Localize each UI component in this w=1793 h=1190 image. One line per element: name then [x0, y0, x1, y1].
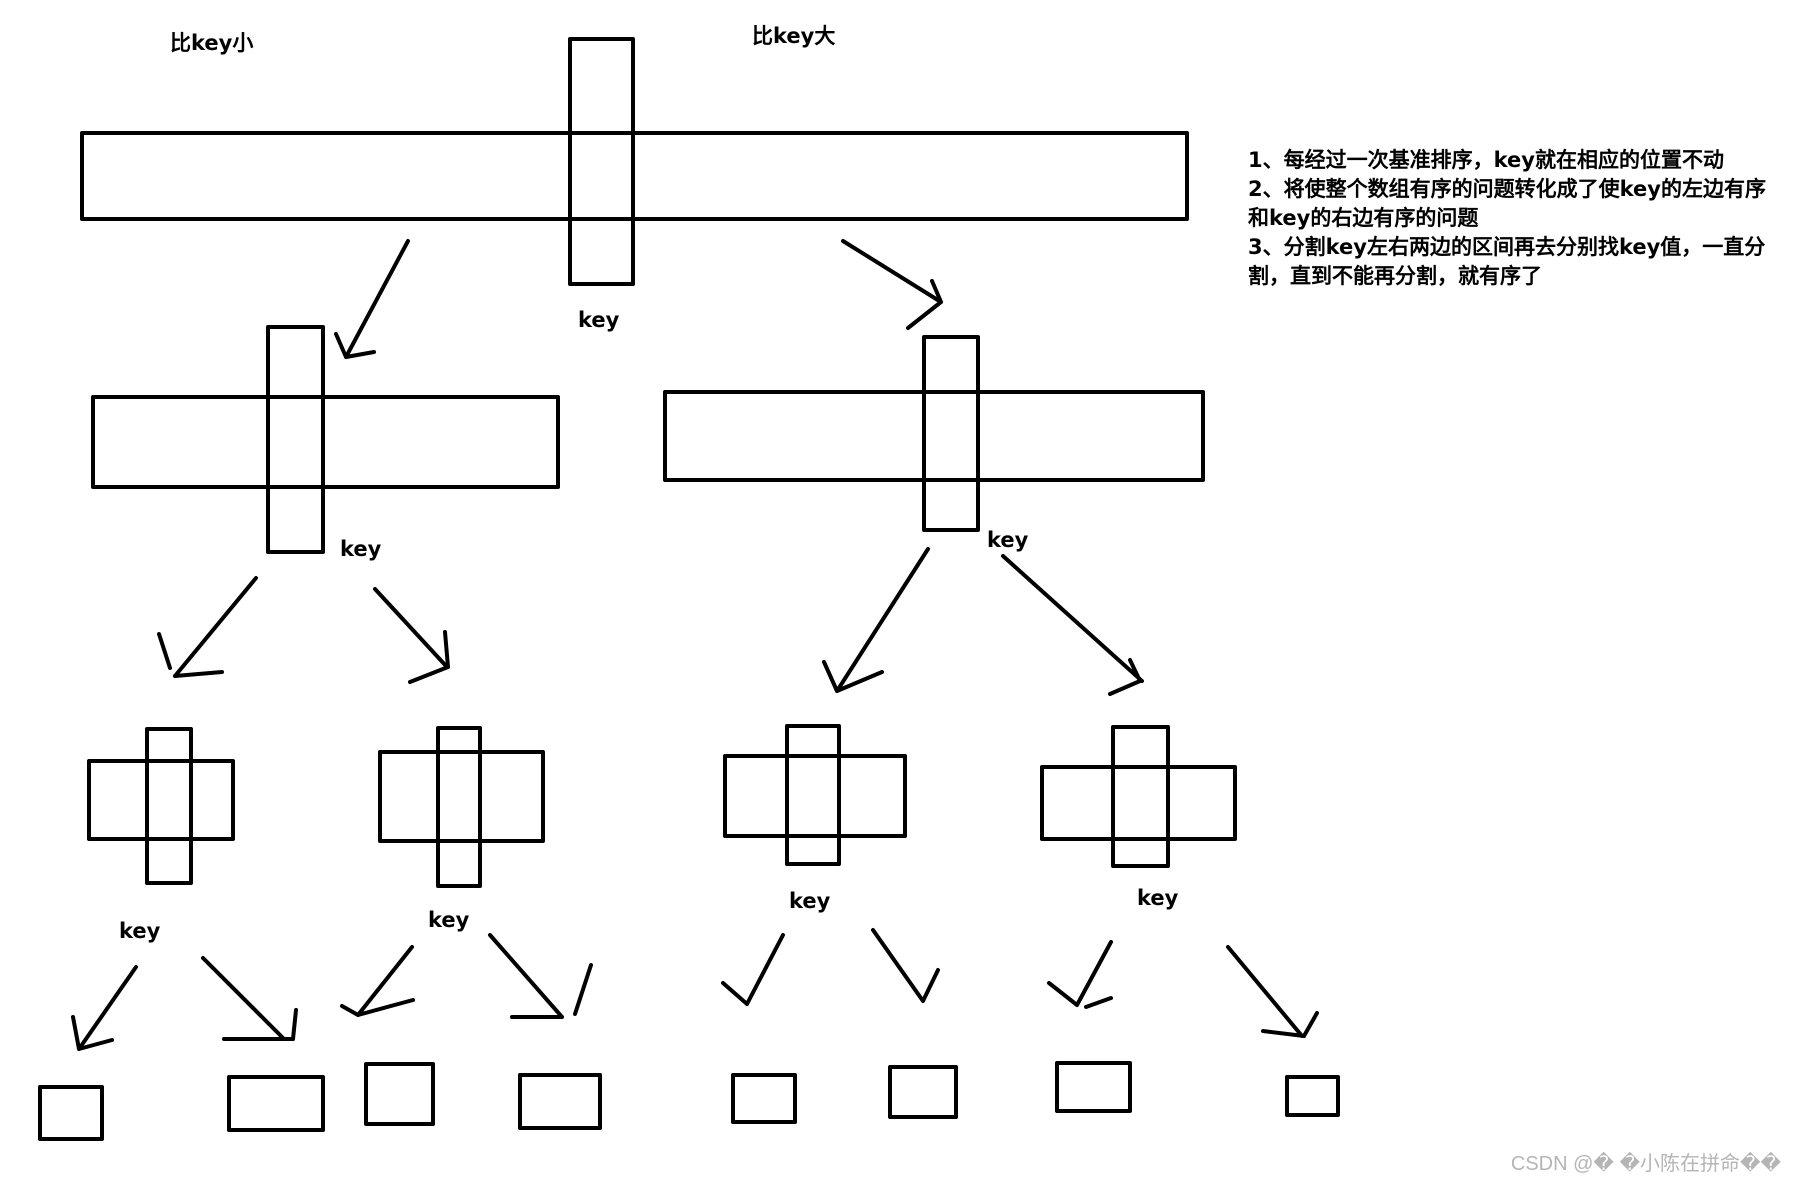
key-label: key — [1137, 886, 1179, 910]
arrow-down-right — [1226, 945, 1319, 1038]
array-level-1-right — [663, 335, 1205, 532]
key-bar — [922, 335, 980, 532]
key-label: key — [578, 308, 620, 332]
key-bar — [568, 37, 635, 286]
array-level-1-left — [91, 325, 560, 554]
arrow-down-left — [71, 965, 138, 1051]
sub-array — [38, 1085, 104, 1141]
key-bar — [145, 727, 193, 885]
arrow-down-right — [373, 587, 450, 684]
arrow-down-left — [334, 239, 410, 359]
arrow-down-right — [488, 933, 593, 1019]
sub-array — [731, 1073, 797, 1124]
array-level-0 — [80, 37, 1189, 286]
array-bar — [663, 390, 1205, 482]
note-2: 2、将使整个数组有序的问题转化成了使key的左边有序和key的右边有序的问题 — [1248, 177, 1766, 230]
array-bar — [1040, 765, 1237, 841]
sub-array — [518, 1073, 602, 1130]
key-label: key — [789, 889, 831, 913]
note-3: 3、分割key左右两边的区间再去分别找key值，一直分割，直到不能再分割，就有序… — [1248, 235, 1766, 288]
explanation-notes: 1、每经过一次基准排序，key就在相应的位置不动 2、将使整个数组有序的问题转化… — [1248, 146, 1768, 291]
key-bar — [266, 325, 325, 554]
watermark: CSDN @� �小陈在拼命�� — [1510, 1153, 1781, 1175]
sub-array — [888, 1065, 958, 1119]
key-label: key — [340, 537, 382, 561]
key-label: key — [119, 919, 161, 943]
arrow-down-right — [1001, 554, 1144, 696]
arrow-down-left — [822, 547, 930, 693]
key-bar — [436, 726, 482, 888]
key-label: key — [987, 528, 1029, 552]
array-level-2-c — [723, 724, 907, 866]
label-smaller-than-key: 比key小 — [170, 31, 253, 55]
array-bar — [87, 759, 235, 841]
key-bar — [1111, 725, 1170, 868]
arrow-down-left — [1047, 940, 1113, 1009]
array-bar — [378, 750, 545, 843]
arrow-down-right — [841, 239, 943, 330]
key-bar — [785, 724, 841, 866]
sub-array — [364, 1062, 435, 1126]
arrow-down-left — [721, 933, 785, 1006]
array-level-2-b — [378, 726, 545, 888]
array-bar — [723, 754, 907, 838]
arrow-down-left — [340, 945, 415, 1017]
sub-array — [1055, 1061, 1132, 1113]
label-larger-than-key: 比key大 — [752, 24, 835, 48]
note-1: 1、每经过一次基准排序，key就在相应的位置不动 — [1248, 148, 1724, 172]
sub-array — [1285, 1075, 1340, 1117]
array-level-2-a — [87, 727, 235, 885]
arrow-down-right — [871, 928, 940, 1003]
key-label: key — [428, 908, 470, 932]
array-level-2-d — [1040, 725, 1237, 868]
array-bar — [91, 395, 560, 489]
arrow-down-right — [201, 956, 298, 1041]
sub-array — [227, 1075, 325, 1132]
arrow-down-left — [157, 576, 258, 678]
